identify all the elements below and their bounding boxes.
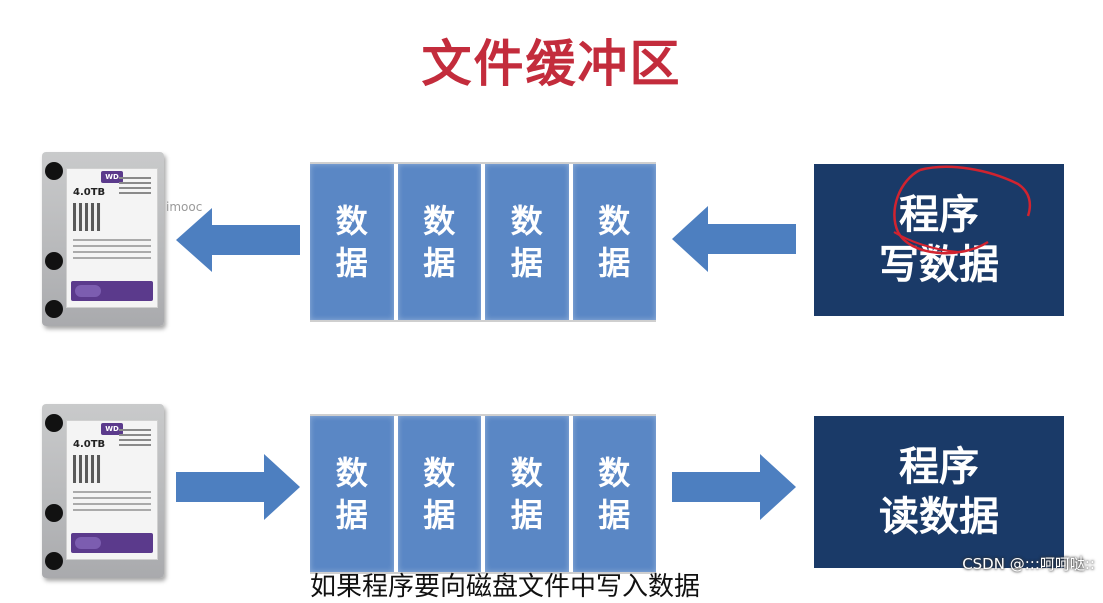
program-label: 程序: [899, 192, 979, 238]
buffer-blocks: 数据 数据 数据 数据: [310, 162, 656, 322]
data-block: 数据: [485, 416, 569, 572]
arrow-right-icon: [176, 454, 300, 520]
data-block: 数据: [572, 164, 656, 320]
imooc-watermark: imooc: [166, 200, 203, 214]
data-block: 数据: [397, 164, 481, 320]
footer-caption: 如果程序要向磁盘文件中写入数据: [310, 572, 701, 602]
read-flow-row: WD 4.0TB 数据 数据 数据 数据 程序 读数据: [0, 402, 1103, 582]
program-action: 读数据: [879, 494, 999, 540]
annotation-circle: [893, 165, 1032, 255]
write-flow-row: WD 4.0TB imooc 数据 数据 数据 数据 程序 写数据: [0, 150, 1103, 330]
hard-drive-icon: WD 4.0TB: [42, 152, 164, 326]
buffer-blocks: 数据 数据 数据 数据: [310, 414, 656, 574]
program-write-box: 程序 写数据: [814, 164, 1064, 316]
data-block: 数据: [485, 164, 569, 320]
arrow-left-icon: [176, 208, 300, 272]
drive-brand: WD: [101, 423, 123, 435]
data-block: 数据: [310, 164, 394, 320]
arrow-left-icon: [672, 206, 796, 272]
page-title: 文件缓冲区: [421, 35, 682, 93]
data-block: 数据: [310, 416, 394, 572]
drive-capacity: 4.0TB: [73, 187, 106, 198]
program-label: 程序: [899, 444, 979, 490]
csdn-watermark: CSDN @:::呵呵哒::: [962, 555, 1095, 573]
data-block: 数据: [572, 416, 656, 572]
program-read-box: 程序 读数据: [814, 416, 1064, 568]
hard-drive-icon: WD 4.0TB: [42, 404, 164, 578]
arrow-right-icon: [672, 454, 796, 520]
data-block: 数据: [397, 416, 481, 572]
drive-brand: WD: [101, 171, 123, 183]
drive-capacity: 4.0TB: [73, 439, 106, 450]
